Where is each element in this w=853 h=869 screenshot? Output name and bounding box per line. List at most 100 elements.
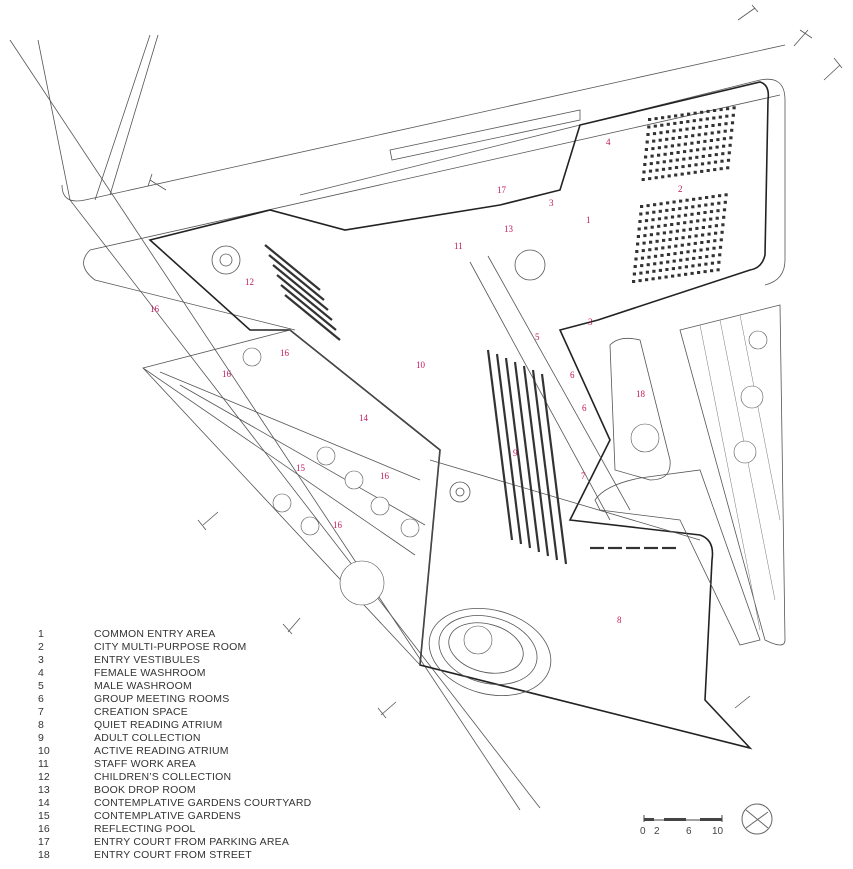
seat — [727, 151, 731, 155]
room-label-13: 13 — [504, 224, 514, 234]
garden-trees — [242, 330, 768, 606]
seat — [691, 264, 695, 268]
shelf-row — [522, 365, 550, 557]
seat — [683, 150, 687, 154]
seat — [702, 218, 706, 222]
seat — [719, 167, 723, 171]
seat — [643, 163, 647, 166]
seat — [692, 119, 696, 123]
seat — [703, 139, 707, 143]
seat — [673, 121, 677, 125]
seat — [704, 124, 709, 128]
seat — [660, 253, 664, 257]
shelf-row — [513, 361, 541, 553]
tree-icon — [740, 385, 764, 409]
tree-icon — [316, 446, 336, 466]
seat — [649, 240, 653, 244]
seat — [649, 233, 653, 237]
seat — [720, 159, 724, 163]
room-label-7: 7 — [581, 471, 586, 481]
seat — [664, 275, 668, 279]
seat — [683, 142, 687, 146]
seat — [690, 271, 694, 275]
seat — [698, 256, 702, 259]
seat — [709, 146, 713, 150]
seat — [730, 128, 734, 132]
seat — [705, 117, 709, 121]
seat — [692, 256, 696, 260]
legend-label: CREATION SPACE — [94, 706, 189, 718]
seat — [662, 231, 666, 235]
seat — [708, 154, 712, 157]
room-label-1: 1 — [586, 215, 591, 225]
seat — [722, 137, 726, 141]
seat — [693, 170, 697, 174]
seat — [726, 166, 730, 170]
seat — [659, 202, 663, 206]
seat — [700, 162, 705, 166]
tree-icon — [339, 560, 385, 606]
shelf-row — [504, 357, 532, 549]
seat — [645, 270, 649, 274]
seat — [648, 118, 652, 121]
room-label-16e: 16 — [333, 520, 343, 530]
seat — [632, 280, 636, 283]
seat — [671, 208, 675, 211]
seat — [689, 149, 693, 153]
seat — [641, 249, 645, 253]
seat — [691, 205, 695, 209]
room-label-16b: 16 — [280, 348, 290, 358]
seat — [663, 223, 667, 227]
seat — [645, 211, 649, 215]
seat — [698, 125, 702, 129]
legend-number: 18 — [38, 849, 50, 861]
seat — [679, 121, 683, 124]
seat — [666, 122, 670, 126]
seat — [657, 224, 661, 228]
seat — [694, 234, 698, 238]
seat — [645, 140, 649, 144]
legend-label: MALE WASHROOM — [94, 680, 192, 692]
auditorium-seating — [632, 106, 736, 283]
book-shelving — [264, 244, 676, 565]
seat — [683, 221, 687, 225]
room-label-16a: 16 — [150, 304, 160, 314]
seat — [722, 215, 726, 219]
seat — [679, 258, 683, 262]
seat — [710, 269, 714, 273]
legend-label: ENTRY VESTIBULES — [94, 654, 201, 666]
tree-icon — [733, 440, 757, 464]
legend-label: GROUP MEETING ROOMS — [94, 693, 230, 705]
seat — [665, 130, 670, 134]
seat — [688, 235, 692, 239]
seat — [680, 113, 684, 117]
seat — [652, 132, 657, 136]
room-label-6a: 6 — [570, 370, 575, 380]
seat — [704, 262, 708, 266]
seat — [668, 166, 672, 170]
legend-number: 17 — [38, 836, 50, 848]
seat — [636, 242, 640, 246]
scale-tick-10: 10 — [712, 826, 724, 837]
seat — [706, 109, 710, 113]
seat — [638, 220, 642, 223]
seat — [679, 199, 683, 203]
seat — [634, 257, 638, 261]
shelf-row — [540, 373, 568, 565]
room-label-16d: 16 — [380, 471, 390, 481]
room-label-16c: 16 — [222, 369, 232, 379]
seat — [682, 157, 686, 161]
seat — [693, 241, 697, 245]
seat — [724, 193, 728, 197]
tree-icon — [370, 496, 390, 516]
seat — [721, 152, 725, 156]
seat — [726, 158, 731, 162]
seat — [683, 213, 688, 217]
room-label-8: 8 — [617, 615, 622, 625]
seat — [675, 237, 679, 241]
